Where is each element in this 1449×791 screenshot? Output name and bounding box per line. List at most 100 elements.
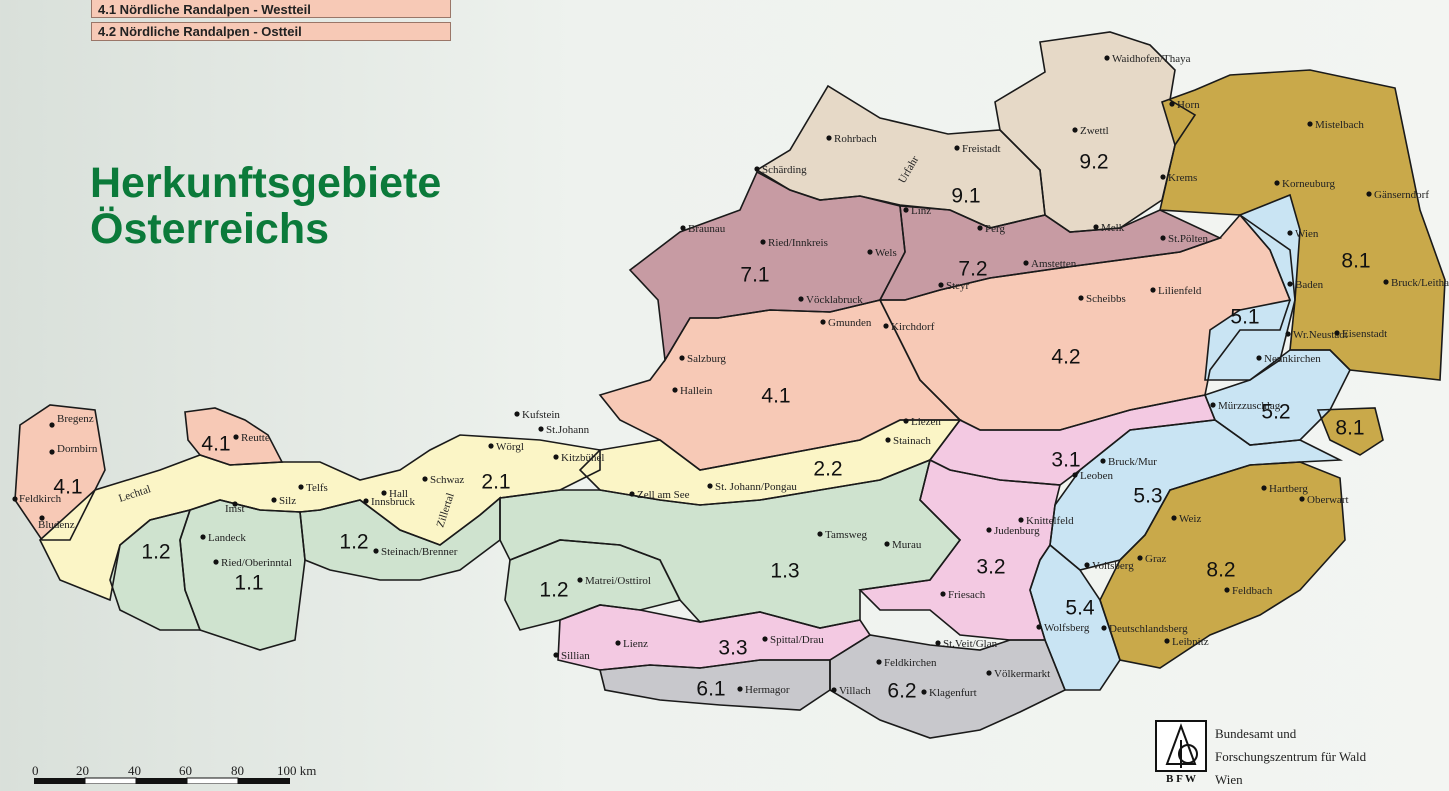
- town-dot: [1160, 174, 1166, 180]
- town-wien: Wien: [1287, 228, 1319, 240]
- town-label: Villach: [839, 685, 871, 697]
- town-dot: [213, 559, 219, 565]
- town-label: Linz: [911, 205, 931, 217]
- region-label-3-2: 3.2: [976, 556, 1005, 579]
- town-dot: [935, 640, 941, 646]
- town-dot: [707, 483, 713, 489]
- region-label-5-4: 5.4: [1065, 597, 1095, 620]
- scale-tick-100: 100 km: [277, 763, 316, 778]
- town-dot: [1261, 485, 1267, 491]
- town-voitsberg: Voitsberg: [1084, 560, 1134, 572]
- town-label: Weiz: [1179, 513, 1201, 525]
- town-dot: [903, 418, 909, 424]
- town-dot: [200, 534, 206, 540]
- region-border-6-2: [829, 634, 1067, 739]
- town-label: St.Pölten: [1168, 233, 1209, 245]
- town-dot: [977, 225, 983, 231]
- town-label: Leoben: [1080, 470, 1113, 482]
- town-dot: [488, 443, 494, 449]
- town-dot: [885, 437, 891, 443]
- town-label: Innsbruck: [371, 496, 415, 508]
- town-label: Mistelbach: [1315, 119, 1364, 131]
- town-kirchdorf: Kirchdorf: [883, 321, 935, 333]
- town-melk: Melk: [1093, 222, 1125, 234]
- town-steyr: Steyr: [938, 280, 970, 292]
- region-label-3-1: 3.1: [1051, 449, 1080, 472]
- region-label-5-1: 5.1: [1230, 306, 1259, 329]
- region-label-4-1a: 4.1: [761, 385, 790, 408]
- town-matrei-osttirol: Matrei/Osttirol: [577, 575, 651, 587]
- town-label: Wolfsberg: [1044, 622, 1090, 634]
- town-label: Gmunden: [828, 317, 872, 329]
- region-label-2-1: 2.1: [481, 471, 510, 494]
- town-label: Zwettl: [1080, 125, 1109, 137]
- legend: 4.1 Nördliche Randalpen - Westteil 4.2 N…: [91, 0, 451, 45]
- town-villach: Villach: [831, 685, 871, 697]
- town-dot: [615, 640, 621, 646]
- town-feldbach: Feldbach: [1224, 585, 1273, 597]
- town-dot: [1274, 180, 1280, 186]
- town-label: Graz: [1145, 553, 1166, 565]
- region-label-6-1: 6.1: [696, 678, 725, 701]
- town-dot: [577, 577, 583, 583]
- region-label-4-1c: 4.1: [201, 433, 230, 456]
- town-label: Rohrbach: [834, 133, 877, 145]
- map-title-line2: Österreichs: [90, 205, 330, 253]
- town-oberwart: Oberwart: [1299, 494, 1349, 506]
- town-label: Bruck/Mur: [1108, 456, 1157, 468]
- town-mistelbach: Mistelbach: [1307, 119, 1364, 131]
- town-dot: [1072, 472, 1078, 478]
- town-label: Steinach/Brenner: [381, 546, 458, 558]
- town-dot: [553, 652, 559, 658]
- town-freistadt: Freistadt: [954, 143, 1001, 155]
- town-salzburg: Salzburg: [679, 353, 726, 365]
- town-label: Oberwart: [1307, 494, 1349, 506]
- town-korneuburg: Korneuburg: [1274, 178, 1335, 190]
- region-label-8-1a: 8.1: [1341, 250, 1370, 273]
- town-imst: Imst: [225, 501, 245, 515]
- town-murzzuschlag: Mürzzuschlag: [1210, 400, 1281, 412]
- town-label: Bruck/Leitha: [1391, 277, 1449, 289]
- town-label: Schärding: [762, 164, 807, 176]
- region-label-9-2: 9.2: [1079, 151, 1108, 174]
- town-dot: [1366, 191, 1372, 197]
- town-label: Hartberg: [1269, 483, 1308, 495]
- legend-item-4-2: 4.2 Nördliche Randalpen - Ostteil: [91, 22, 451, 41]
- town-landeck: Landeck: [200, 532, 246, 544]
- bfw-logo-text: B F W: [1166, 773, 1196, 784]
- town-dot: [817, 531, 823, 537]
- town-label: Judenburg: [994, 525, 1040, 537]
- town-gmunden: Gmunden: [820, 317, 872, 329]
- town-dot: [1171, 515, 1177, 521]
- town-dot: [762, 636, 768, 642]
- town-dot: [672, 387, 678, 393]
- region-2-2: [579, 419, 961, 506]
- town-waidhofen-thaya: Waidhofen/Thaya: [1104, 53, 1191, 65]
- town-judenburg: Judenburg: [986, 525, 1040, 537]
- town-stainach: Stainach: [885, 435, 931, 447]
- town-label: Leibnitz: [1172, 636, 1209, 648]
- region-7-2: [879, 205, 1222, 301]
- town-label: Völkermarkt: [994, 668, 1050, 680]
- town-dot: [798, 296, 804, 302]
- town-ried-oberinntal: Ried/Oberinntal: [213, 557, 292, 569]
- town-klagenfurt: Klagenfurt: [921, 687, 977, 699]
- town-label: Telfs: [306, 482, 328, 494]
- region-border-4-1b: [14, 404, 106, 541]
- town-label: St.Veit/Glan: [943, 638, 998, 650]
- town-leibnitz: Leibnitz: [1164, 636, 1209, 648]
- town-label: Dornbirn: [57, 443, 98, 455]
- town-vocklabruck: Vöcklabruck: [798, 294, 863, 306]
- town-dot: [422, 476, 428, 482]
- town-dot: [820, 319, 826, 325]
- town-label: Hermagor: [745, 684, 790, 696]
- town-murau: Murau: [884, 539, 922, 551]
- town-wolfsberg: Wolfsberg: [1036, 622, 1090, 634]
- town-dot: [1104, 55, 1110, 61]
- town-dot: [1023, 260, 1029, 266]
- town-dot: [363, 498, 369, 504]
- map-title-line1: Herkunftsgebiete: [90, 159, 442, 207]
- town-baden: Baden: [1287, 279, 1324, 291]
